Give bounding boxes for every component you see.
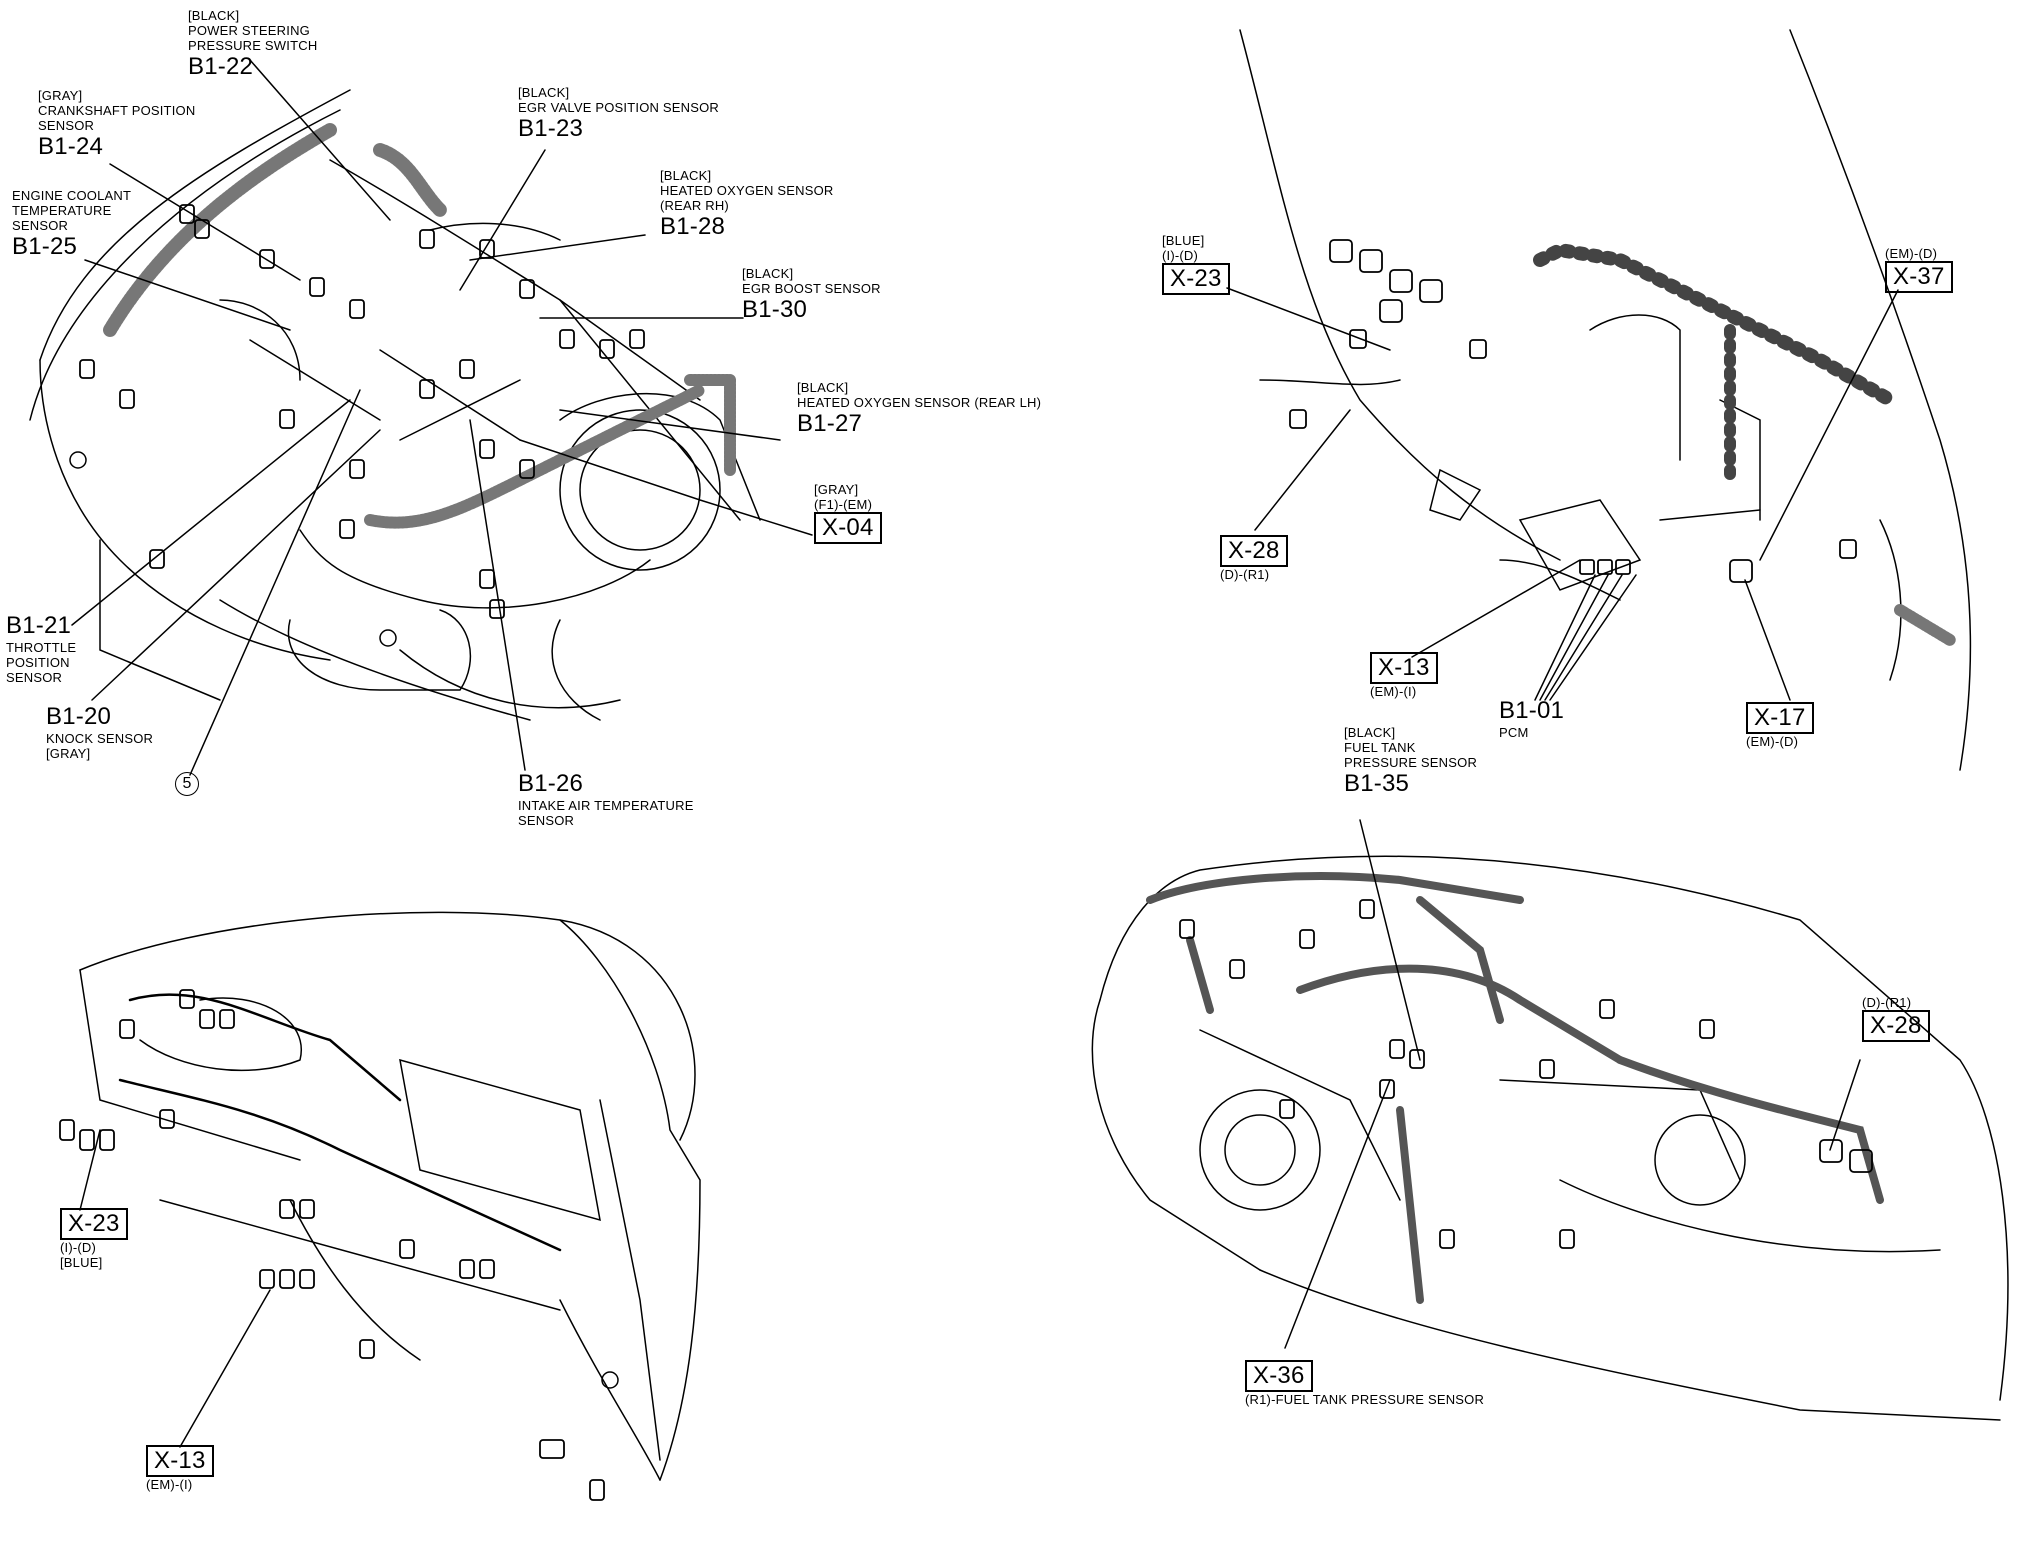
label-b1-30: [BLACK] EGR BOOST SENSOR B1-30 — [742, 266, 881, 324]
label-x-13-interior: X-13 (EM)-(I) — [1370, 652, 1438, 699]
label-desc: EGR VALVE POSITION SENSOR — [518, 100, 720, 115]
connector-code-boxed: X-37 — [1885, 261, 1953, 293]
connector-code: B1-25 — [12, 233, 78, 260]
label-color: [GRAY] — [46, 746, 91, 761]
dashboard-illustration — [59, 911, 701, 1501]
label-desc: (REAR RH) — [660, 198, 729, 213]
label-b1-35: [BLACK] FUEL TANK PRESSURE SENSOR B1-35 — [1344, 725, 1477, 798]
label-desc: (I)-(D) — [1162, 248, 1199, 263]
label-desc: HEATED OXYGEN SENSOR (REAR LH) — [797, 395, 1042, 410]
label-desc: SENSOR — [12, 218, 69, 233]
label-x-37: (EM)-(D) X-37 — [1885, 246, 1953, 293]
connector-code: B1-23 — [518, 115, 584, 142]
label-desc: (I)-(D) — [60, 1240, 97, 1255]
label-desc: KNOCK SENSOR — [46, 731, 154, 746]
connector-code-boxed: X-13 — [1370, 652, 1438, 684]
label-desc: (EM)-(I) — [146, 1477, 193, 1492]
connector-code-boxed: X-04 — [814, 512, 882, 544]
label-color: [BLUE] — [1162, 233, 1205, 248]
label-desc: POSITION — [6, 655, 70, 670]
connector-code: B1-30 — [742, 296, 808, 323]
label-desc: PCM — [1499, 725, 1529, 740]
label-color: [BLUE] — [60, 1255, 103, 1270]
connector-code: B1-21 — [6, 612, 72, 639]
connector-code-boxed: X-36 — [1245, 1360, 1313, 1392]
label-desc: SENSOR — [38, 118, 95, 133]
label-desc: POWER STEERING — [188, 23, 310, 38]
label-color: [BLACK] — [1344, 725, 1396, 740]
label-desc: (EM)-(D) — [1746, 734, 1799, 749]
label-color: [BLACK] — [518, 85, 570, 100]
label-b1-27: [BLACK] HEATED OXYGEN SENSOR (REAR LH) B… — [797, 380, 1041, 438]
label-color: [GRAY] — [814, 482, 859, 497]
connector-code: B1-35 — [1344, 770, 1410, 797]
label-b1-23: [BLACK] EGR VALVE POSITION SENSOR B1-23 — [518, 85, 719, 143]
label-b1-20: B1-20 KNOCK SENSOR [GRAY] — [46, 703, 153, 761]
label-desc: ENGINE COOLANT — [12, 188, 132, 203]
connector-code: B1-20 — [46, 703, 112, 730]
label-b1-24: [GRAY] CRANKSHAFT POSITION SENSOR B1-24 — [38, 88, 195, 161]
connector-code-boxed: X-28 — [1862, 1010, 1930, 1042]
label-desc: (D)-(R1) — [1220, 567, 1270, 582]
label-color: [BLACK] — [660, 168, 712, 183]
connector-code: B1-01 — [1499, 697, 1565, 724]
label-desc: FUEL TANK — [1344, 740, 1416, 755]
label-b1-26: B1-26 INTAKE AIR TEMPERATURE SENSOR — [518, 770, 694, 828]
label-desc: HEATED OXYGEN SENSOR — [660, 183, 834, 198]
label-x-23-dashboard: X-23 (I)-(D) [BLUE] — [60, 1208, 128, 1270]
label-desc: (EM)-(I) — [1370, 684, 1417, 699]
label-color: [GRAY] — [38, 88, 83, 103]
connector-code-boxed: X-17 — [1746, 702, 1814, 734]
engine-compartment-illustration — [29, 59, 813, 776]
label-desc: THROTTLE — [6, 640, 77, 655]
interior-pcm-illustration — [1226, 29, 1972, 771]
label-color: [BLACK] — [188, 8, 240, 23]
connector-code: B1-22 — [188, 53, 254, 80]
label-x-28-interior: X-28 (D)-(R1) — [1220, 535, 1288, 582]
label-color: [BLACK] — [797, 380, 849, 395]
connector-code-boxed: X-23 — [1162, 263, 1230, 295]
label-desc: (D)-(R1) — [1862, 995, 1912, 1010]
label-x-04: [GRAY] (F1)-(EM) X-04 — [814, 482, 882, 544]
label-desc: (F1)-(EM) — [814, 497, 873, 512]
body-illustration — [1091, 819, 2009, 1421]
label-b1-01: B1-01 PCM — [1499, 697, 1564, 740]
connector-code: B1-24 — [38, 133, 104, 160]
label-b1-28: [BLACK] HEATED OXYGEN SENSOR (REAR RH) B… — [660, 168, 834, 241]
label-desc: SENSOR — [6, 670, 63, 685]
connector-code: B1-27 — [797, 410, 863, 437]
label-desc: EGR BOOST SENSOR — [742, 281, 881, 296]
label-desc: PRESSURE SENSOR — [1344, 755, 1478, 770]
connector-code-boxed: X-23 — [60, 1208, 128, 1240]
connector-code-boxed: X-13 — [146, 1445, 214, 1477]
label-b1-22: [BLACK] POWER STEERING PRESSURE SWITCH B… — [188, 8, 317, 81]
label-desc: (R1)-FUEL TANK PRESSURE SENSOR — [1245, 1392, 1485, 1407]
label-x-36: X-36 (R1)-FUEL TANK PRESSURE SENSOR — [1245, 1360, 1484, 1407]
label-desc: INTAKE AIR TEMPERATURE — [518, 798, 694, 813]
label-x-13-dashboard: X-13 (EM)-(I) — [146, 1445, 214, 1492]
label-desc: (EM)-(D) — [1885, 246, 1938, 261]
label-color: [BLACK] — [742, 266, 794, 281]
label-x-28-body: (D)-(R1) X-28 — [1862, 995, 1930, 1042]
label-desc: CRANKSHAFT POSITION — [38, 103, 196, 118]
connector-code: B1-26 — [518, 770, 584, 797]
label-b1-21: B1-21 THROTTLE POSITION SENSOR — [6, 612, 76, 685]
label-x-17: X-17 (EM)-(D) — [1746, 702, 1814, 749]
label-desc: TEMPERATURE — [12, 203, 112, 218]
connector-code: B1-28 — [660, 213, 726, 240]
callout-number: 5 — [175, 772, 199, 796]
connector-code-boxed: X-28 — [1220, 535, 1288, 567]
label-desc: SENSOR — [518, 813, 575, 828]
label-x-23-interior: [BLUE] (I)-(D) X-23 — [1162, 233, 1230, 295]
label-b1-25: ENGINE COOLANT TEMPERATURE SENSOR B1-25 — [12, 188, 131, 261]
label-desc: PRESSURE SWITCH — [188, 38, 318, 53]
